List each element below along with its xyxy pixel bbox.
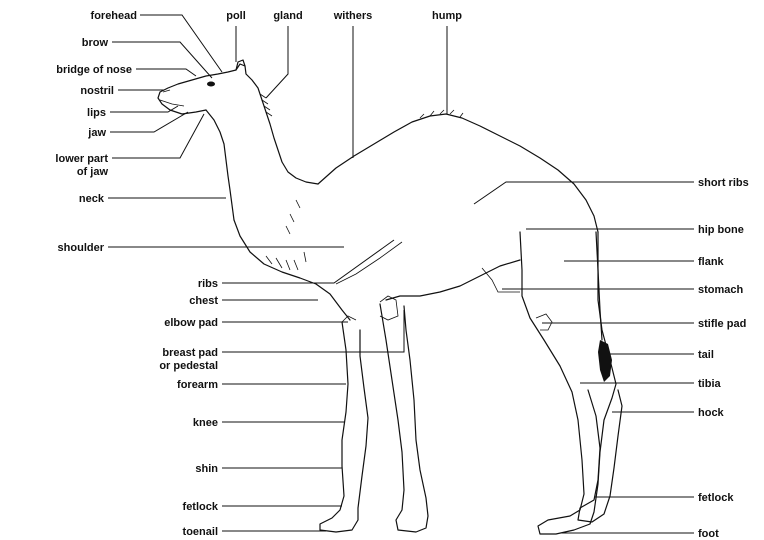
- leader-ribs: [222, 240, 394, 283]
- label-gland: gland: [273, 10, 302, 22]
- leader-jaw: [110, 112, 188, 132]
- label-short-ribs: short ribs: [698, 177, 749, 189]
- camel-rear-leg-far: [578, 390, 622, 522]
- label-hip-bone: hip bone: [698, 224, 744, 236]
- camel-tail-tuft: [598, 340, 612, 382]
- label-bridge-of-nose: bridge of nose: [56, 64, 132, 76]
- label-stomach: stomach: [698, 284, 744, 296]
- camel-stifle-pad: [536, 314, 552, 330]
- label-stifle-pad: stifle pad: [698, 318, 746, 330]
- label-tail: tail: [698, 349, 714, 361]
- label-tibia: tibia: [698, 378, 721, 390]
- camel-jaw: [206, 110, 234, 220]
- camel-back-hump: [318, 114, 598, 232]
- camel-neck-folds: [266, 200, 306, 270]
- label-hump: hump: [432, 10, 462, 22]
- label-flank: flank: [698, 256, 725, 268]
- label-withers: withers: [333, 10, 373, 22]
- label-breast-pad: breast pad: [162, 347, 218, 359]
- label-or-pedestal: or pedestal: [159, 360, 218, 372]
- label-toenail: toenail: [183, 526, 218, 538]
- label-shin: shin: [195, 463, 218, 475]
- label-foot: foot: [698, 528, 719, 540]
- label-chest: chest: [189, 295, 218, 307]
- camel-neck-back: [262, 100, 318, 184]
- label-fetlock-front: fetlock: [183, 501, 219, 513]
- camel-tail: [596, 232, 602, 340]
- label-elbow-pad: elbow pad: [164, 317, 218, 329]
- leader-gland: [266, 26, 288, 98]
- leader-short-ribs: [474, 182, 694, 204]
- leader-bridge-of-nose: [136, 69, 196, 76]
- leader-breast-pad: [222, 310, 404, 352]
- leader-lower-jaw: [112, 114, 204, 158]
- label-shoulder: shoulder: [58, 242, 105, 254]
- label-hock: hock: [698, 407, 725, 419]
- label-forearm: forearm: [177, 379, 218, 391]
- label-lips: lips: [87, 107, 106, 119]
- label-fetlock-rear: fetlock: [698, 492, 734, 504]
- camel-illustration: [158, 60, 622, 534]
- camel-shoulder-line: [336, 242, 402, 284]
- label-forehead: forehead: [91, 10, 137, 22]
- camel-eye: [207, 82, 215, 87]
- label-lower-part: lower part: [55, 153, 108, 165]
- camel-head: [158, 64, 262, 114]
- label-poll: poll: [226, 10, 246, 22]
- leader-lines: [108, 15, 694, 533]
- label-nostril: nostril: [80, 85, 114, 97]
- label-jaw: jaw: [87, 127, 106, 139]
- label-of-jaw: of jaw: [77, 166, 109, 178]
- label-brow: brow: [82, 37, 109, 49]
- camel-belly: [234, 220, 520, 320]
- label-ribs: ribs: [198, 278, 218, 290]
- label-neck: neck: [79, 193, 105, 205]
- label-knee: knee: [193, 417, 218, 429]
- camel-front-leg-near: [320, 322, 368, 532]
